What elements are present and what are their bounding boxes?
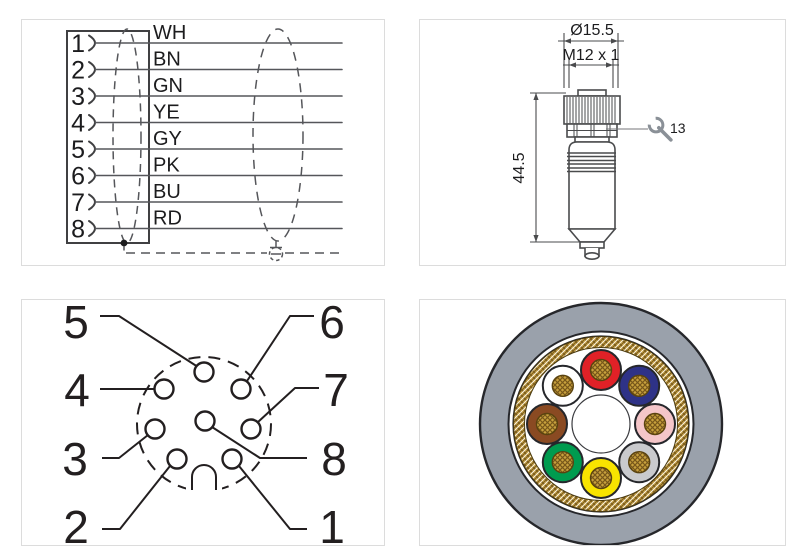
wrench-icon xyxy=(647,116,673,142)
pin-center xyxy=(194,410,216,432)
pin-contact-icon xyxy=(88,167,96,184)
leader-8 xyxy=(211,426,307,459)
pin-bottom-left xyxy=(166,448,188,470)
knurl-lines xyxy=(566,97,616,123)
leader-7 xyxy=(257,387,319,423)
wire-color-code: GN xyxy=(153,75,183,97)
leader-2 xyxy=(102,465,171,530)
conductor xyxy=(643,412,667,436)
leader-1 xyxy=(238,465,307,530)
cable-ferrule xyxy=(579,241,605,249)
length-dimension-label: 44.5 xyxy=(511,152,528,183)
pin-layout-face-view: 5 6 4 7 3 8 2 1 xyxy=(62,300,349,545)
diameter-dimension-label: Ø15.5 xyxy=(570,22,614,39)
pin-label: 2 xyxy=(63,501,89,545)
pin-label: 8 xyxy=(321,433,347,485)
pin-contact-icon xyxy=(88,61,96,78)
pin-right xyxy=(240,418,262,440)
pin-number: 2 xyxy=(71,57,85,85)
earth-ground-icon xyxy=(268,241,284,262)
pin-number: 8 xyxy=(71,216,85,244)
dim-arrow-down xyxy=(533,235,539,242)
pin-contact-icon xyxy=(88,193,96,211)
pin-label: 7 xyxy=(323,364,349,416)
pin-top xyxy=(193,361,215,383)
pin-number: 5 xyxy=(71,136,85,164)
ground-circle xyxy=(268,246,284,262)
conductor xyxy=(589,358,613,382)
dim-arrow-right xyxy=(606,62,613,68)
braid-inner-outline xyxy=(524,347,678,501)
conductor xyxy=(627,450,651,474)
connector-box xyxy=(66,30,150,244)
notch-mask xyxy=(186,479,222,493)
pin-contact-icon xyxy=(88,220,96,237)
pin-number: 6 xyxy=(71,163,85,191)
pin-upper-right xyxy=(230,378,252,400)
pin-label: 6 xyxy=(319,300,345,348)
wire-color-code: BN xyxy=(153,49,181,71)
body-ribs xyxy=(567,152,616,173)
wire-color-code: WH xyxy=(153,22,186,44)
pin-label: 1 xyxy=(319,501,345,545)
leader-6 xyxy=(246,315,314,382)
cable-end xyxy=(584,252,600,261)
wire-color-code: GY xyxy=(153,128,182,150)
pin-number: 4 xyxy=(71,110,85,138)
pin-number: 7 xyxy=(71,189,85,217)
wiring-diagram-panel: 1 WH 2 BN 3 GN 4 YE 5 GY 6 PK 7 BU 8 xyxy=(21,19,385,266)
m12-connector-icon xyxy=(563,89,621,261)
pin-upper-left xyxy=(153,378,175,400)
conductor xyxy=(551,374,575,398)
leader-lines xyxy=(100,315,319,530)
dim-arrow-left xyxy=(564,38,571,44)
pins xyxy=(144,361,262,470)
pin-contact-icon xyxy=(88,140,96,158)
dim-arrow-left xyxy=(569,62,576,68)
pin-label: 3 xyxy=(62,433,88,485)
thread-dimension-label: M12 x 1 xyxy=(563,47,620,64)
wire-color-code: YE xyxy=(153,102,180,124)
connector-drawing-panel: Ø15.5 M12 x 1 44.5 xyxy=(419,19,786,266)
dim-arrow-right xyxy=(611,38,618,44)
shield-ellipse-small-icon xyxy=(112,28,142,244)
shield-ellipse-large-icon xyxy=(252,28,304,242)
cable-cross-section-panel xyxy=(419,299,786,546)
pin-label: 4 xyxy=(64,364,90,416)
pin-label: 5 xyxy=(63,300,89,348)
pin-number: 1 xyxy=(71,30,85,58)
pin-layout-panel: 5 6 4 7 3 8 2 1 xyxy=(21,299,385,546)
shield-connection-dot xyxy=(120,239,128,247)
pin-contact-icon xyxy=(88,114,96,131)
connector-body xyxy=(568,141,616,230)
conductor xyxy=(551,450,575,474)
wire-color-code: RD xyxy=(153,208,182,230)
leader-3 xyxy=(102,434,149,459)
dim-arrow-up xyxy=(533,93,539,100)
body-taper xyxy=(567,228,617,243)
leader-5 xyxy=(100,315,199,368)
braid-outer-outline xyxy=(513,336,689,512)
shield-braid-ring xyxy=(513,336,689,512)
coupling-nut-tab xyxy=(577,89,607,97)
pin-left xyxy=(144,418,166,440)
wrench-size-label: 13 xyxy=(670,120,686,136)
wire-rows: 1 WH 2 BN 3 GN 4 YE 5 GY 6 PK 7 BU 8 xyxy=(71,22,343,244)
pin-bottom-right xyxy=(221,448,243,470)
keyway-notch-icon xyxy=(191,464,217,490)
wiring-diagram: 1 WH 2 BN 3 GN 4 YE 5 GY 6 PK 7 BU 8 xyxy=(66,22,343,262)
cable-cross-section xyxy=(478,301,724,545)
wire-color-code: PK xyxy=(153,155,180,177)
pin-contact-icon xyxy=(88,34,96,52)
conductor xyxy=(535,412,559,436)
center-filler xyxy=(571,394,631,454)
pin-number: 3 xyxy=(71,83,85,111)
pin-contact-icon xyxy=(88,87,96,105)
wire-color-code: BU xyxy=(153,181,181,203)
conductor xyxy=(627,374,651,398)
wires xyxy=(526,349,676,499)
connector-dimension-drawing: Ø15.5 M12 x 1 44.5 xyxy=(511,22,686,261)
conductor xyxy=(589,466,613,490)
